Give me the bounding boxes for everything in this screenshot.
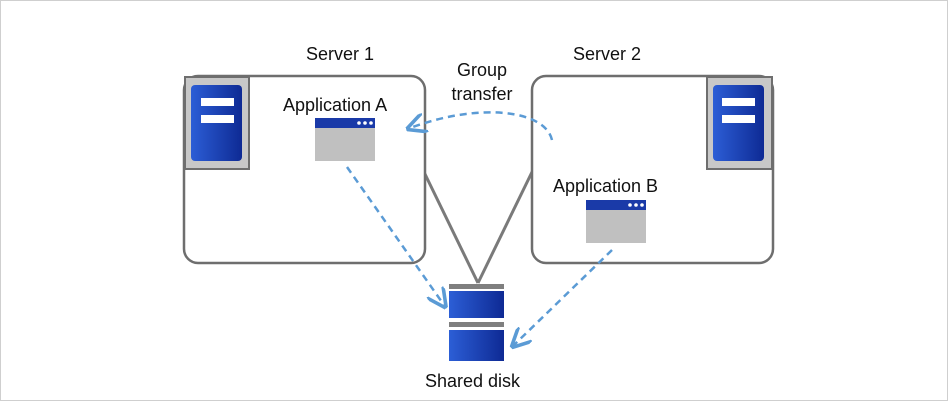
group-transfer-arrow	[410, 111, 554, 141]
application-b-to-disk-arrow	[514, 249, 613, 345]
application-a-label: Application A	[283, 95, 388, 115]
application-b-label: Application B	[553, 176, 659, 196]
shared-disk-label: Shared disk	[425, 371, 521, 391]
server1-disk-connector	[421, 169, 480, 284]
group-transfer-label-line1: Group	[456, 60, 508, 80]
server2-icon	[706, 76, 773, 170]
application-a-window-icon	[315, 118, 375, 161]
server1-label: Server 1	[306, 44, 375, 64]
application-b-window-icon	[586, 200, 646, 243]
server1-icon	[184, 76, 250, 170]
server2-label: Server 2	[573, 44, 642, 64]
application-a-to-disk-arrow	[345, 166, 444, 305]
shared-disk-icon	[449, 284, 504, 361]
server2-disk-connector	[476, 169, 535, 284]
group-transfer-label-line2: transfer	[451, 84, 513, 104]
